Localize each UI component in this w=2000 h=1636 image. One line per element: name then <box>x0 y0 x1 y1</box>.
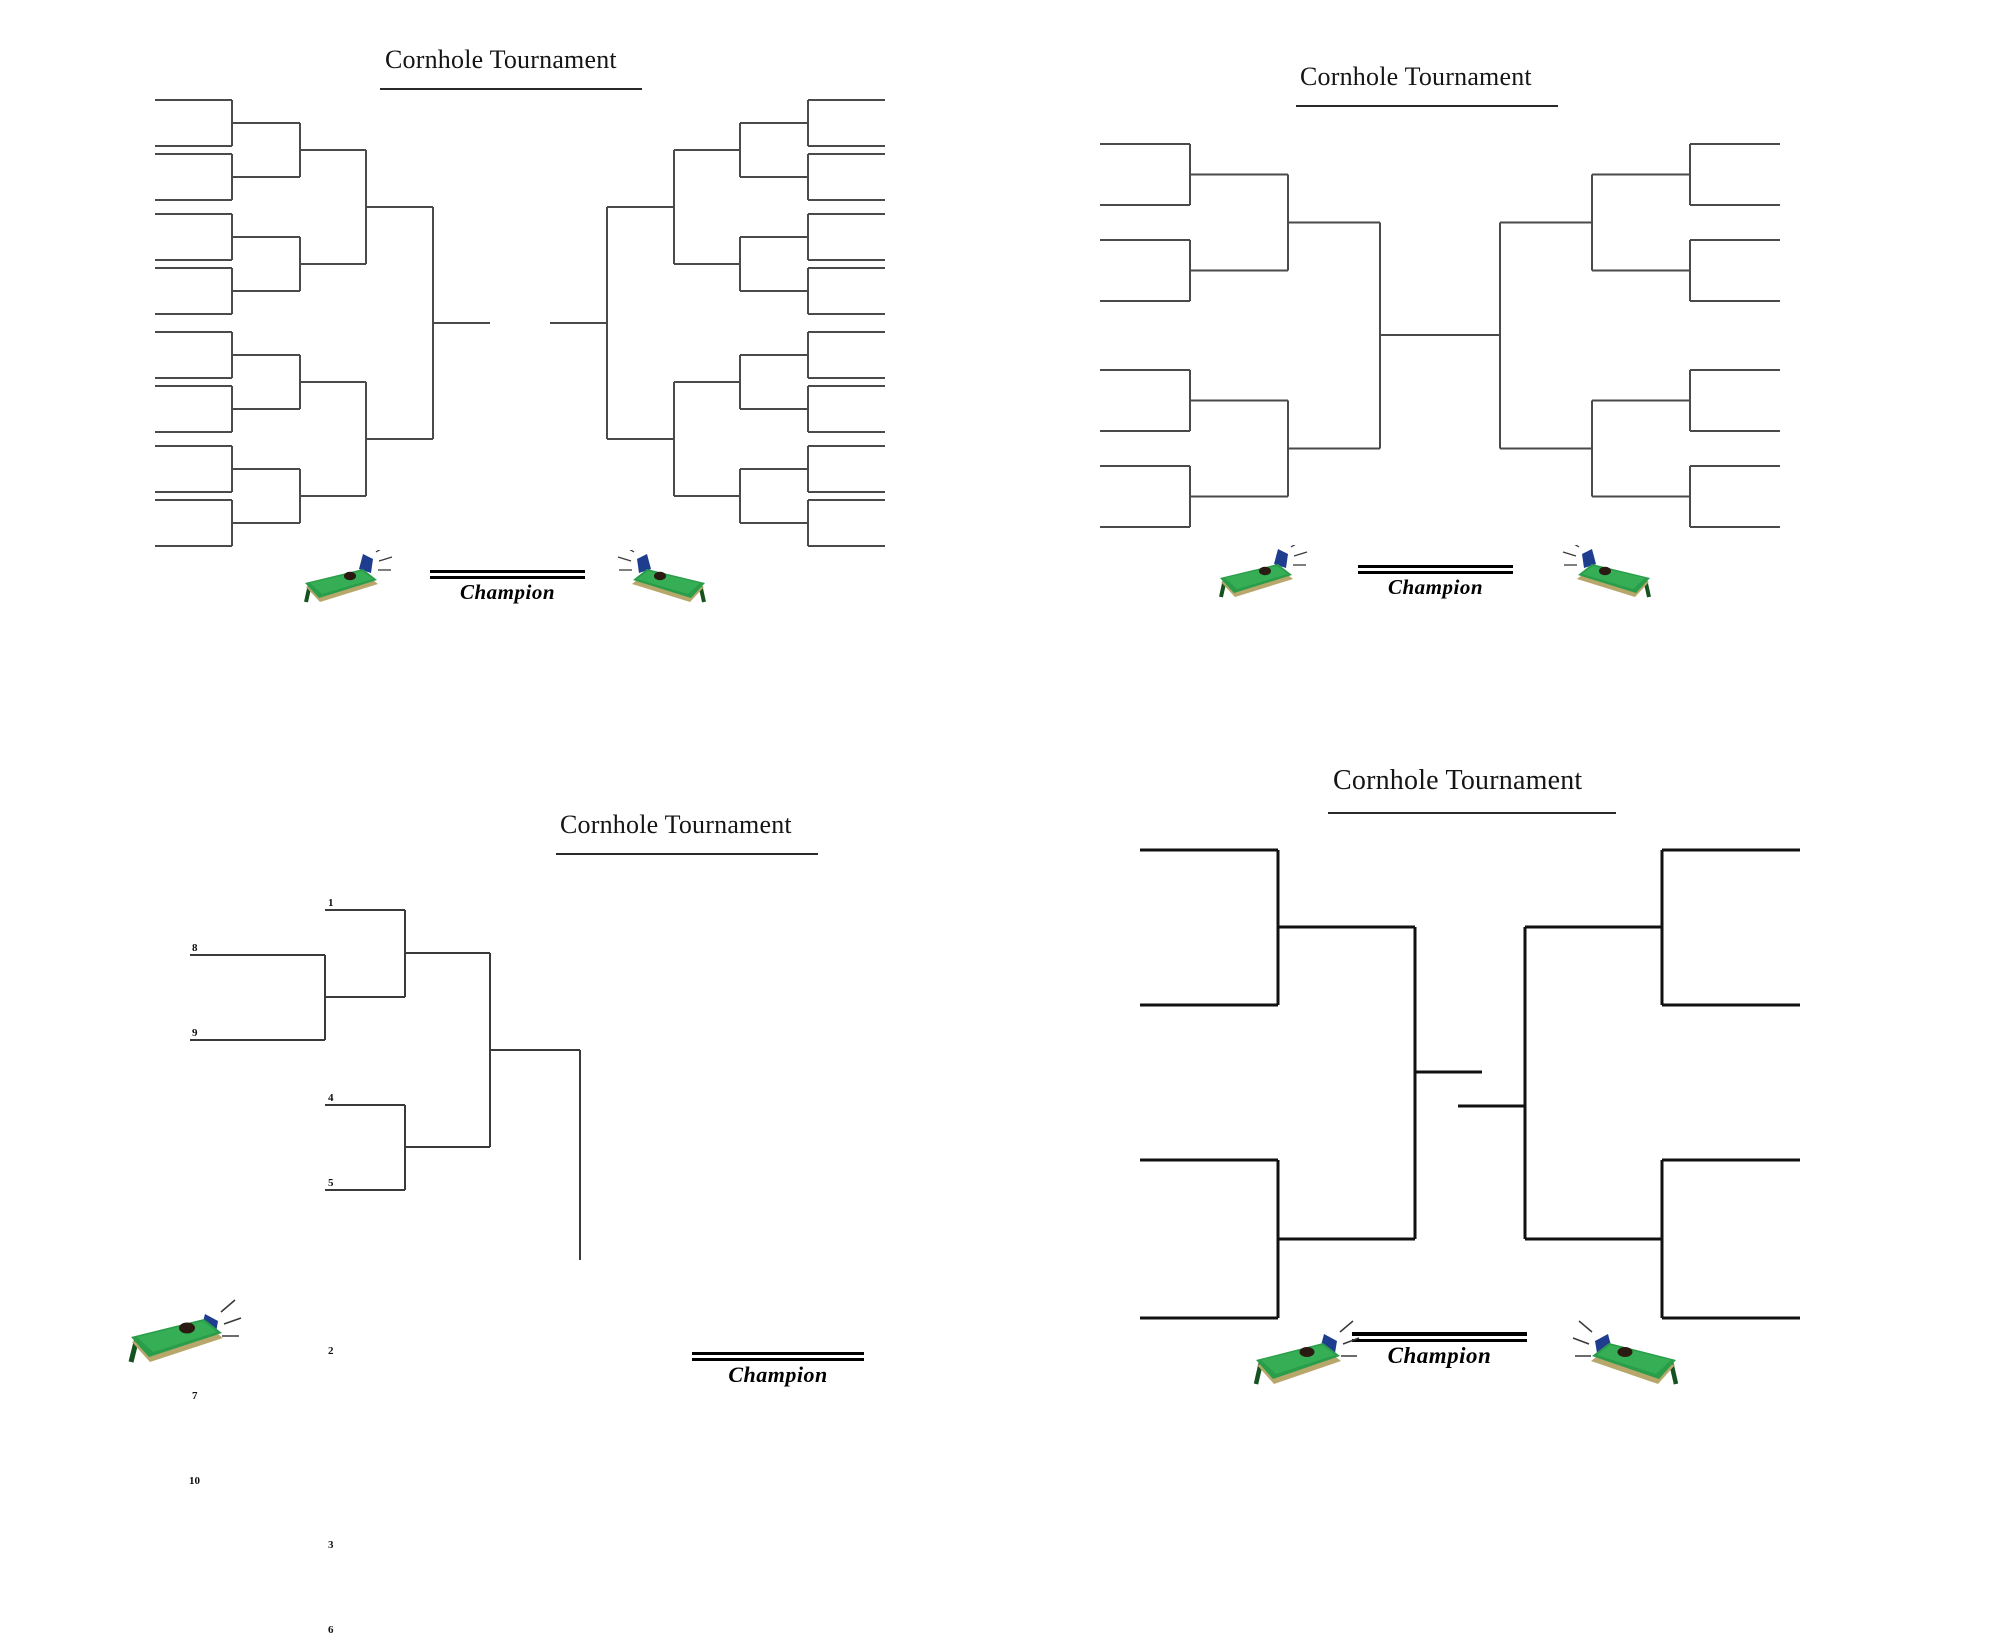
seed-label: 9 <box>192 1027 198 1039</box>
seed-label: 2 <box>328 1345 334 1357</box>
bracket-bottom-left: Cornhole Tournament <box>0 740 1000 1636</box>
cornhole-board-icon <box>1250 1318 1380 1404</box>
title-underline <box>1328 812 1616 814</box>
title-underline <box>1296 105 1558 107</box>
bean-bag-icon <box>1274 549 1288 568</box>
bracket-title: Cornhole Tournament <box>560 810 792 839</box>
cornhole-board-icon <box>125 1290 265 1380</box>
bracket-bottom-right: Cornhole Tournament <box>1000 740 2000 1545</box>
bracket-title: Cornhole Tournament <box>385 45 617 74</box>
motion-lines-icon <box>1562 540 1580 566</box>
bracket-top-left: Cornhole Tournament <box>0 0 1000 640</box>
champion-block: Champion <box>1352 1332 1527 1368</box>
champion-rule-top <box>430 570 585 573</box>
champion-rule-bottom <box>1358 571 1513 574</box>
seed-label: 7 <box>192 1390 198 1402</box>
motion-lines-icon <box>375 545 393 571</box>
motion-lines-icon <box>617 545 635 571</box>
motion-lines-icon <box>1290 540 1308 566</box>
champion-label: Champion <box>728 1362 828 1387</box>
champion-rule-bottom <box>692 1358 864 1361</box>
champion-label: Champion <box>459 580 556 604</box>
seed-label: 4 <box>328 1092 334 1104</box>
bracket-lines-top-left <box>155 99 885 547</box>
champion-block: Champion <box>430 570 585 603</box>
bracket-title: Cornhole Tournament <box>1300 62 1532 91</box>
champion-label: Champion <box>1387 1343 1492 1368</box>
seed-label: 1 <box>328 897 334 909</box>
champion-block: Champion <box>692 1352 864 1386</box>
champion-label: Champion <box>1387 575 1484 599</box>
champion-rule-bottom <box>1352 1338 1527 1342</box>
champion-rule-bottom <box>430 576 585 579</box>
bracket-top-right: Cornhole Tournament <box>1000 0 2000 640</box>
title-underline <box>556 853 818 855</box>
motion-lines-icon <box>220 1299 242 1337</box>
bracket-title: Cornhole Tournament <box>1333 765 1583 796</box>
champion-rule-top <box>1352 1332 1527 1336</box>
cornhole-board-icon <box>1552 1318 1682 1404</box>
bean-bag-icon <box>637 554 651 573</box>
bean-bag-icon <box>1582 549 1596 568</box>
champion-block: Champion <box>1358 565 1513 598</box>
seed-label: 5 <box>328 1177 334 1189</box>
cornhole-board-icon <box>600 545 710 620</box>
bracket-lines-bottom-right <box>1140 848 1800 1320</box>
bracket-lines-top-right <box>1100 143 1780 528</box>
cornhole-board-icon <box>300 545 410 620</box>
bracket-lines-bottom-left <box>190 909 581 1260</box>
seed-label: 6 <box>328 1624 334 1636</box>
champion-rule-top <box>692 1352 864 1355</box>
seed-label: 8 <box>192 942 198 954</box>
seed-label: 3 <box>328 1539 334 1551</box>
champion-rule-top <box>1358 565 1513 568</box>
motion-lines-icon <box>1339 1320 1360 1357</box>
bean-bag-icon <box>359 554 373 573</box>
cornhole-board-icon <box>1545 540 1655 615</box>
cornhole-board-icon <box>1215 540 1325 615</box>
title-underline <box>380 88 642 90</box>
seed-label: 10 <box>189 1475 200 1487</box>
motion-lines-icon <box>1572 1320 1593 1357</box>
